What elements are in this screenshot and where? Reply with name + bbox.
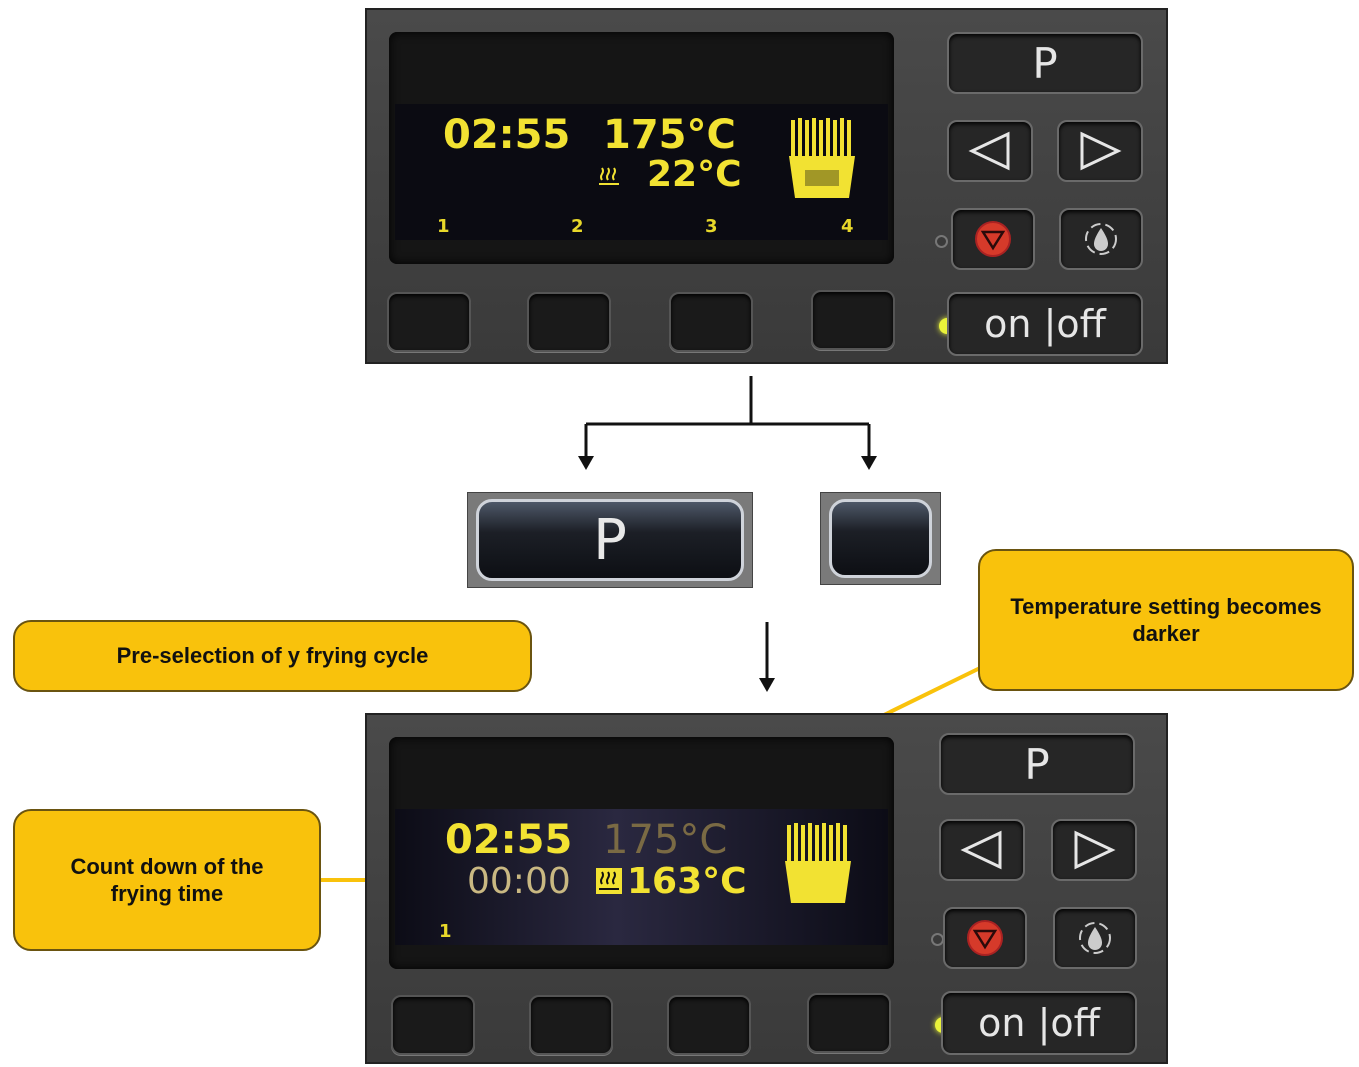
basket-key-face bbox=[829, 499, 932, 578]
right-arrow-button[interactable] bbox=[1057, 120, 1143, 182]
countdown-readout: 00:00 bbox=[467, 861, 571, 902]
stop-button[interactable] bbox=[943, 907, 1027, 969]
set-temperature: 175°C bbox=[603, 112, 736, 158]
arrowhead-right bbox=[861, 456, 877, 470]
display-screen: 02:55 175°C 00:00 163°C 1 bbox=[389, 737, 894, 969]
stop-status-led bbox=[935, 235, 948, 248]
right-arrow-icon bbox=[1074, 830, 1116, 870]
basket-key-3[interactable] bbox=[667, 995, 751, 1055]
program-button[interactable]: P bbox=[939, 733, 1135, 795]
basket-label-3: 3 bbox=[705, 216, 718, 237]
heat-icon bbox=[599, 167, 619, 185]
left-arrow-button[interactable] bbox=[947, 120, 1033, 182]
left-arrow-button[interactable] bbox=[939, 819, 1025, 881]
arrowhead-left bbox=[578, 456, 594, 470]
fries-basket-icon bbox=[789, 118, 855, 198]
oil-drop-icon bbox=[1085, 223, 1117, 255]
basket-key-1[interactable] bbox=[391, 995, 475, 1055]
stop-icon bbox=[975, 221, 1011, 257]
right-arrow-button[interactable] bbox=[1051, 819, 1137, 881]
basket-key-closeup bbox=[820, 492, 941, 585]
left-arrow-icon bbox=[960, 830, 1002, 870]
set-temperature-dimmed: 175°C bbox=[603, 817, 728, 863]
actual-temperature: 163°C bbox=[627, 861, 747, 902]
callout-temperature: Temperature setting becomes darker bbox=[978, 549, 1354, 691]
basket-key-2[interactable] bbox=[529, 995, 613, 1055]
time-readout: 02:55 bbox=[443, 112, 571, 158]
oil-drop-icon bbox=[1079, 922, 1111, 954]
program-button[interactable]: P bbox=[947, 32, 1143, 94]
actual-temperature: 22°C bbox=[647, 154, 742, 195]
basket-label-1: 1 bbox=[437, 216, 450, 237]
callout-preselection: Pre-selection of y frying cycle bbox=[13, 620, 532, 692]
on-off-button[interactable]: on |off bbox=[941, 991, 1137, 1055]
control-panel-bottom: 02:55 175°C 00:00 163°C 1 P bbox=[365, 713, 1168, 1064]
basket-key-1[interactable] bbox=[387, 292, 471, 352]
basket-key-2[interactable] bbox=[527, 292, 611, 352]
basket-key-4[interactable] bbox=[811, 290, 895, 350]
basket-label-2: 2 bbox=[571, 216, 584, 237]
basket-label-1: 1 bbox=[439, 921, 452, 942]
basket-key-3[interactable] bbox=[669, 292, 753, 352]
fries-basket-icon bbox=[785, 823, 851, 903]
basket-key-4[interactable] bbox=[807, 993, 891, 1053]
on-off-button[interactable]: on |off bbox=[947, 292, 1143, 356]
callout-countdown: Count down of the frying time bbox=[13, 809, 321, 951]
heat-icon bbox=[596, 868, 622, 894]
left-arrow-icon bbox=[968, 131, 1010, 171]
display-screen: 02:55 175°C 22°C 1 2 3 4 bbox=[389, 32, 894, 264]
stop-button[interactable] bbox=[951, 208, 1035, 270]
oil-filter-button[interactable] bbox=[1059, 208, 1143, 270]
program-key-closeup: P bbox=[467, 492, 753, 588]
stop-icon bbox=[967, 920, 1003, 956]
control-panel-top: 02:55 175°C 22°C 1 2 3 4 P bbox=[365, 8, 1168, 364]
program-key-face: P bbox=[476, 499, 744, 581]
basket-label-4: 4 bbox=[841, 216, 854, 237]
time-readout: 02:55 bbox=[445, 817, 573, 863]
right-arrow-icon bbox=[1080, 131, 1122, 171]
oil-filter-button[interactable] bbox=[1053, 907, 1137, 969]
arrowhead-down bbox=[759, 678, 775, 692]
